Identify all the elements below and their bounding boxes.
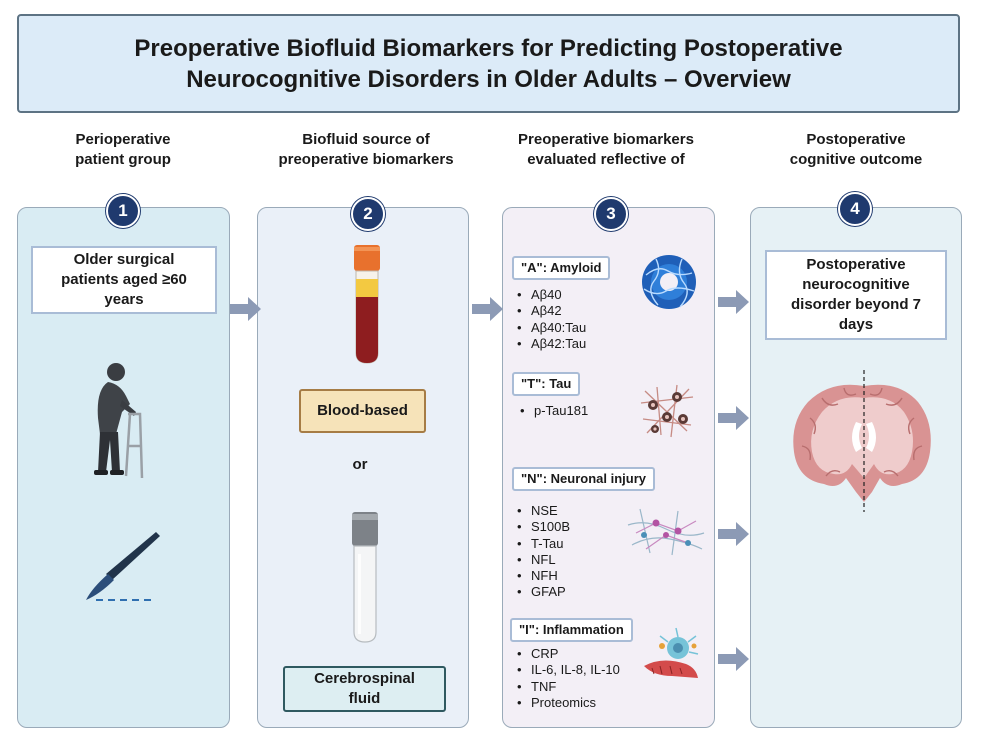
list-item: IL-6, IL-8, IL-10 bbox=[515, 662, 620, 679]
inflammation-tag: "I": Inflammation bbox=[510, 618, 633, 642]
list-item: Aβ40 bbox=[515, 287, 586, 304]
brain-section-icon bbox=[786, 368, 936, 514]
column-header-1-line1: Perioperative bbox=[75, 131, 171, 148]
column-header-4-line2: cognitive outcome bbox=[789, 151, 923, 168]
arrow-right-icon bbox=[716, 646, 750, 672]
amyloid-list: Aβ40 Aβ42 Aβ40:Tau Aβ42:Tau bbox=[515, 287, 586, 352]
list-item: Aβ42 bbox=[515, 303, 586, 320]
column-header-2-line1: Biofluid source of bbox=[302, 131, 430, 148]
column-header-4: Postoperative cognitive outcome bbox=[756, 130, 956, 170]
column-header-3-line2: evaluated reflective of bbox=[527, 151, 685, 168]
csf-tag: Cerebrospinal fluid bbox=[283, 666, 446, 712]
blood-based-tag: Blood-based bbox=[299, 389, 426, 433]
patient-group-line3: years bbox=[104, 291, 144, 308]
patient-group-box: Older surgical patients aged ≥60 years bbox=[31, 246, 217, 314]
list-item: GFAP bbox=[515, 584, 570, 601]
arrow-right-icon bbox=[716, 521, 750, 547]
arrow-right-icon bbox=[716, 405, 750, 431]
list-item: Proteomics bbox=[515, 695, 620, 712]
step-badge-2: 2 bbox=[351, 197, 385, 231]
inflammation-cell-icon bbox=[642, 626, 702, 682]
tau-list: p-Tau181 bbox=[518, 403, 588, 420]
list-item: Aβ42:Tau bbox=[515, 336, 586, 353]
list-item: p-Tau181 bbox=[518, 403, 588, 420]
outcome-line4: days bbox=[838, 316, 874, 333]
list-item: TNF bbox=[515, 679, 620, 696]
blood-tube-icon bbox=[350, 245, 384, 367]
scalpel-icon bbox=[82, 528, 162, 604]
outcome-line3: disorder beyond 7 bbox=[790, 296, 922, 313]
arrow-right-icon bbox=[716, 289, 750, 315]
list-item: NFH bbox=[515, 568, 570, 585]
column-header-1: Perioperative patient group bbox=[33, 130, 213, 170]
outcome-line2: neurocognitive bbox=[802, 276, 910, 293]
patient-group-line2: patients aged ≥60 bbox=[61, 271, 187, 288]
csf-line2: fluid bbox=[348, 690, 381, 707]
inflammation-list: CRP IL-6, IL-8, IL-10 TNF Proteomics bbox=[515, 646, 620, 711]
step-badge-1: 1 bbox=[106, 194, 140, 228]
column-header-3-line1: Preoperative biomarkers bbox=[518, 131, 694, 148]
csf-tube-icon bbox=[349, 510, 381, 646]
column-header-4-line1: Postoperative bbox=[806, 131, 906, 148]
patient-group-line1: Older surgical bbox=[73, 251, 175, 268]
list-item: NFL bbox=[515, 552, 570, 569]
list-item: CRP bbox=[515, 646, 620, 663]
list-item: NSE bbox=[515, 503, 570, 520]
list-item: Aβ40:Tau bbox=[515, 320, 586, 337]
tau-tangle-icon bbox=[637, 383, 697, 439]
amyloid-plaque-icon bbox=[638, 251, 700, 313]
step-badge-4: 4 bbox=[838, 192, 872, 226]
outcome-box: Postoperative neurocognitive disorder be… bbox=[765, 250, 947, 340]
step-badge-3: 3 bbox=[594, 197, 628, 231]
list-item: S100B bbox=[515, 519, 570, 536]
column-header-2-line2: preoperative biomarkers bbox=[278, 151, 454, 168]
column-header-1-line2: patient group bbox=[75, 151, 171, 168]
tau-tag: "T": Tau bbox=[512, 372, 581, 396]
or-label: or bbox=[352, 456, 368, 473]
column-header-3: Preoperative biomarkers evaluated reflec… bbox=[496, 130, 716, 170]
list-item: T-Tau bbox=[515, 536, 570, 553]
title-box: Preoperative Biofluid Biomarkers for Pre… bbox=[17, 14, 960, 113]
title-line-1: Preoperative Biofluid Biomarkers for Pre… bbox=[134, 34, 843, 62]
arrow-right-icon bbox=[470, 296, 504, 322]
column-header-2: Biofluid source of preoperative biomarke… bbox=[256, 130, 476, 170]
neuronal-injury-list: NSE S100B T-Tau NFL NFH GFAP bbox=[515, 503, 570, 601]
neuron-network-icon bbox=[626, 505, 706, 557]
arrow-right-icon bbox=[228, 296, 262, 322]
csf-line1: Cerebrospinal bbox=[314, 670, 415, 687]
title-line-2: Neurocognitive Disorders in Older Adults… bbox=[186, 65, 791, 93]
amyloid-tag: "A": Amyloid bbox=[512, 256, 611, 280]
page-title: Preoperative Biofluid Biomarkers for Pre… bbox=[134, 33, 842, 95]
neuronal-injury-tag: "N": Neuronal injury bbox=[512, 467, 656, 491]
outcome-line1: Postoperative bbox=[806, 256, 906, 273]
elderly-walker-icon bbox=[86, 360, 150, 484]
